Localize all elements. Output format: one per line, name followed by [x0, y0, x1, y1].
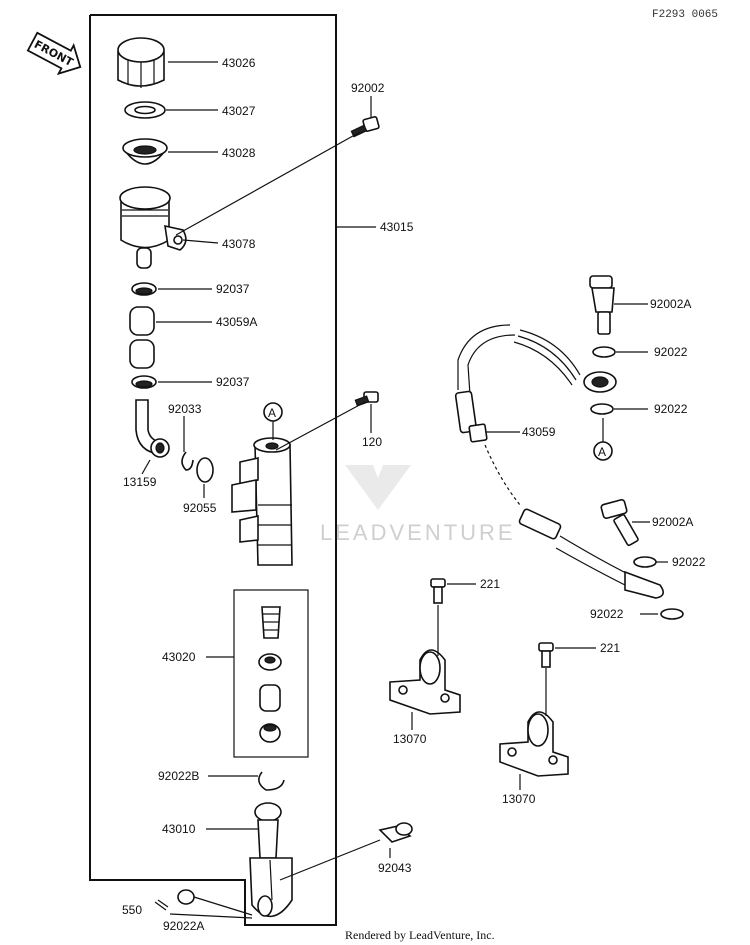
label-43059: 43059: [522, 425, 556, 439]
label-120: 120: [362, 435, 382, 449]
leader-lines: [141, 61, 668, 919]
label-43059a: 43059A: [216, 315, 257, 329]
label-13070-lower: 13070: [502, 792, 536, 806]
label-92002: 92002: [351, 81, 385, 95]
label-92022a: 92022A: [163, 919, 204, 933]
label-43020: 43020: [162, 650, 196, 664]
piston-kit: [258, 606, 282, 743]
brake-hose: [454, 324, 664, 599]
label-43010: 43010: [162, 822, 196, 836]
label-13070-upper: 13070: [393, 732, 427, 746]
label-43028: 43028: [222, 146, 256, 160]
reservoir-hose: [129, 306, 155, 369]
label-43015: 43015: [380, 220, 414, 234]
part-labels: 43026 43027 43028 43078 92002 43015 9203…: [122, 56, 706, 933]
label-92022-4: 92022: [590, 607, 624, 621]
elbow-fitting: [135, 399, 170, 458]
washer-92022a-bottom: [177, 889, 195, 905]
label-221-upper: 221: [480, 577, 500, 591]
label-92033: 92033: [168, 402, 202, 416]
cotter-pin: [154, 899, 169, 911]
bolt-221-lower: [538, 642, 554, 668]
label-92037-upper: 92037: [216, 282, 250, 296]
label-92002a-upper: 92002A: [650, 297, 691, 311]
piston-kit-box: [233, 589, 309, 758]
label-43078: 43078: [222, 237, 256, 251]
label-92022-1: 92022: [654, 345, 688, 359]
hose-clip-lower: [131, 375, 157, 389]
label-92002a-lower: 92002A: [652, 515, 693, 529]
label-43026: 43026: [222, 56, 256, 70]
label-221-lower: 221: [600, 641, 620, 655]
clamp-lower: [499, 711, 569, 777]
label-92022-2: 92022: [654, 402, 688, 416]
washer-upper-2: [590, 403, 614, 415]
watermark-text: LEADVENTURE: [320, 520, 516, 545]
banjo-bolt-upper: [589, 275, 615, 335]
label-92022-3: 92022: [672, 555, 706, 569]
o-ring: [196, 457, 214, 483]
label-92022b: 92022B: [158, 769, 199, 783]
reservoir-tank: [119, 186, 187, 269]
washer-lower-1: [633, 556, 657, 568]
credit-text: Rendered by LeadVenture, Inc.: [345, 928, 495, 942]
clevis-pin: [378, 822, 413, 843]
watermark-logo: LEADVENTURE: [320, 465, 516, 545]
bolt-120: [354, 391, 379, 407]
assembly-frame: [89, 14, 337, 926]
circlip: [181, 451, 194, 471]
bolt-221-upper: [430, 578, 446, 604]
label-13159: 13159: [123, 475, 157, 489]
label-43027: 43027: [222, 104, 256, 118]
banjo-bolt-lower: [600, 499, 639, 547]
circlip-92022b: [258, 771, 285, 791]
label-550: 550: [122, 903, 142, 917]
clamp-upper: [389, 649, 461, 715]
callout-a-left-text: A: [268, 406, 276, 420]
front-arrow-icon: FRONT: [26, 31, 82, 76]
diaphragm-plate: [124, 101, 166, 119]
callout-a-right-text: A: [598, 445, 606, 459]
label-92037-lower: 92037: [216, 375, 250, 389]
reservoir-cap: [117, 37, 165, 88]
label-92043: 92043: [378, 861, 412, 875]
master-cylinder-body: [231, 437, 293, 566]
reference-code: F2293 0065: [652, 9, 718, 21]
diaphragm: [122, 138, 168, 165]
callout-a-right: A: [593, 441, 613, 461]
label-92055: 92055: [183, 501, 217, 515]
bolt-92002: [350, 116, 380, 138]
washer-lower-2: [660, 608, 684, 620]
callout-a-left: A: [263, 402, 283, 422]
push-rod: [249, 802, 293, 918]
washer-upper-1: [592, 346, 616, 358]
hose-clip-upper: [131, 282, 157, 296]
